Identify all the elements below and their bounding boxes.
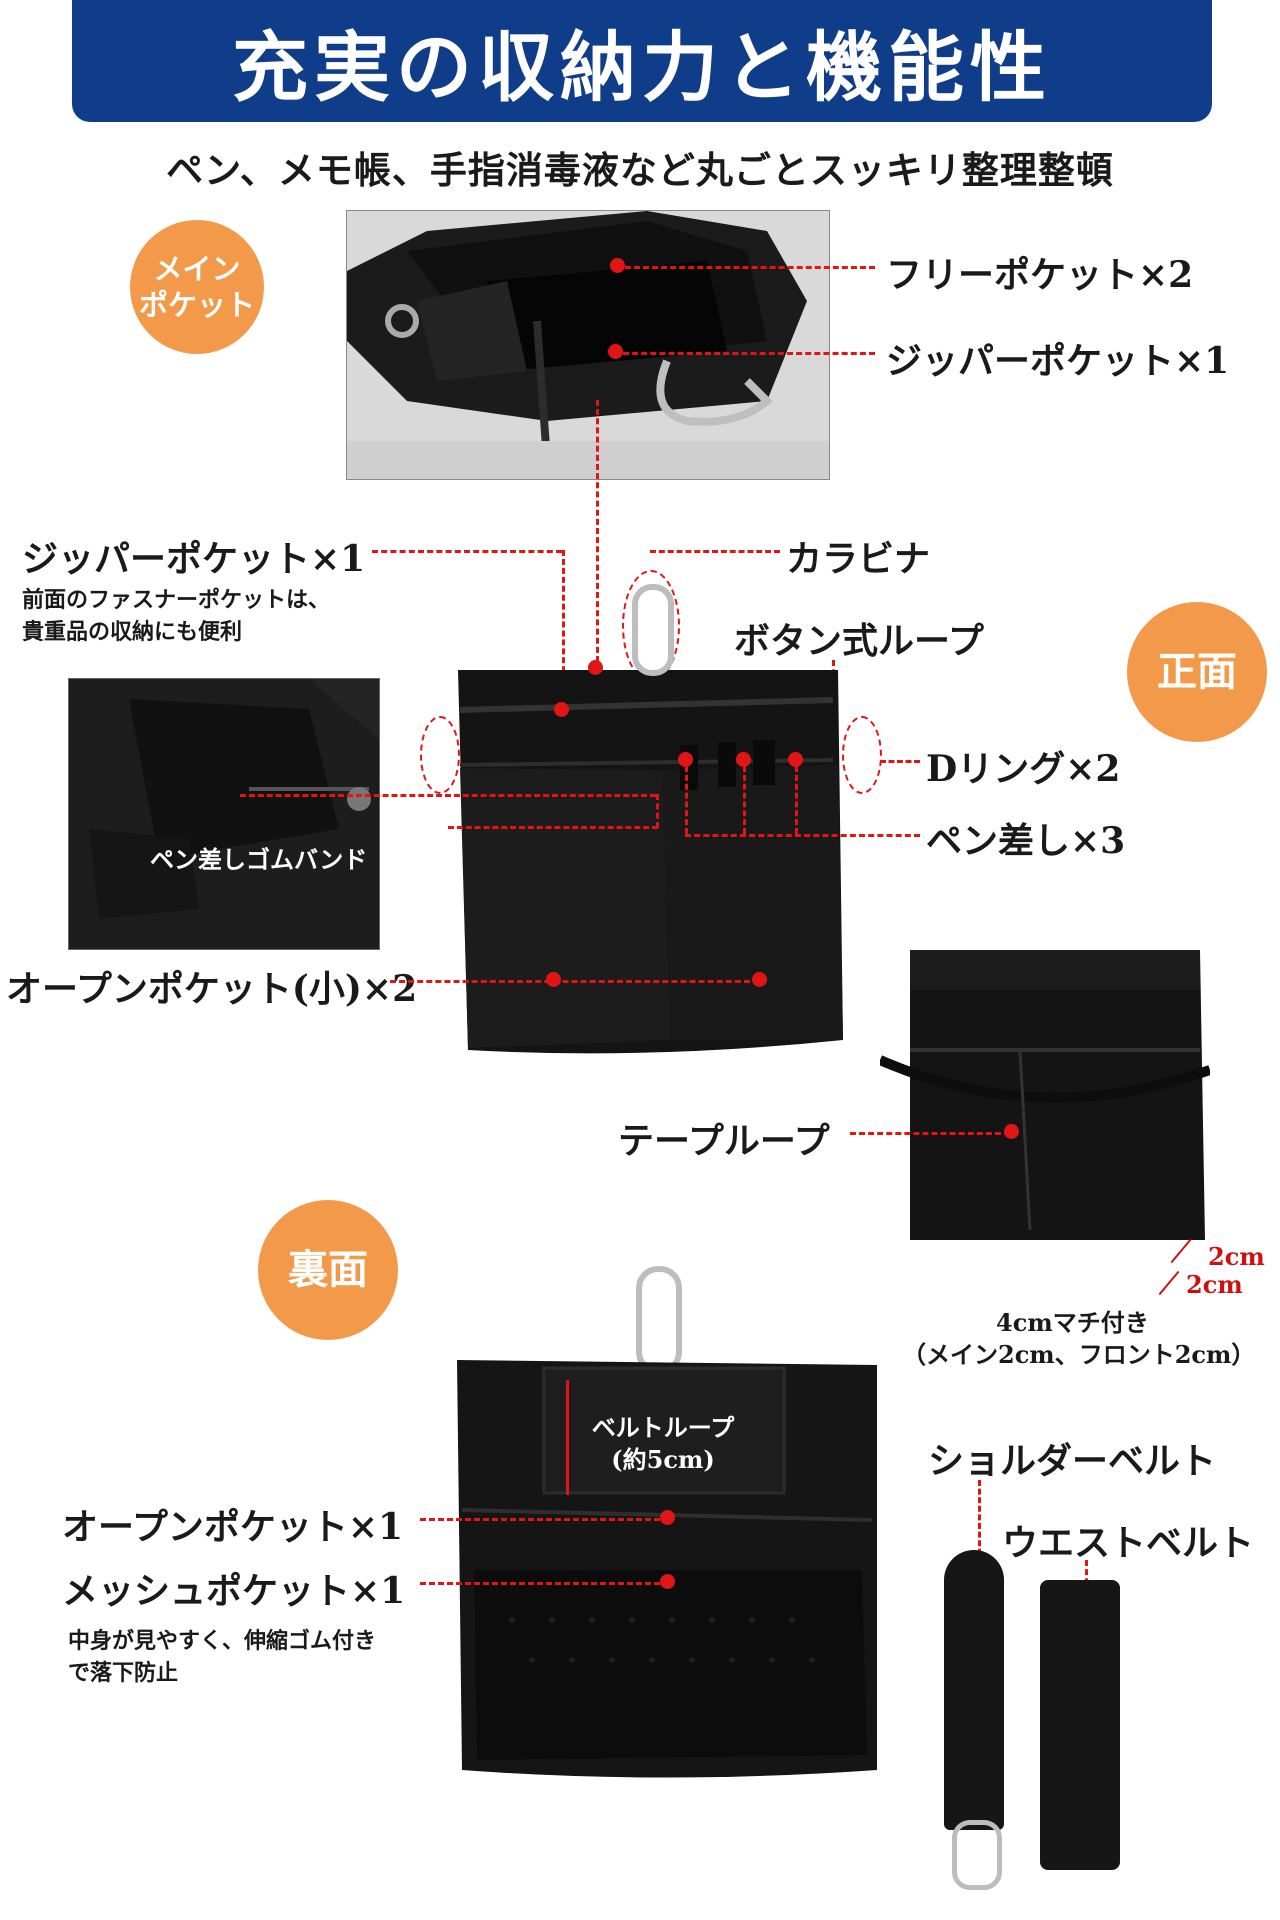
shoulder-belt-strap — [944, 1550, 1004, 1830]
leader-shoulder-belt — [978, 1480, 981, 1572]
main-pocket-photo — [346, 210, 830, 480]
label-open-pocket-back: オープンポケット×1 — [62, 1506, 404, 1548]
marker-pen-3 — [788, 752, 803, 767]
label-pen-holder: ペン差し×3 — [926, 820, 1126, 862]
label-zipper-pocket-front: ジッパーポケット×1 — [22, 538, 366, 580]
marker-pen-1 — [678, 752, 693, 767]
gusset-dim-2: 2cm — [1186, 1270, 1243, 1299]
zipper-desc-line-1: 前面のファスナーポケットは、 — [22, 587, 331, 613]
back-bag-photo — [452, 1360, 882, 1780]
leader-pen-band-2 — [448, 826, 658, 829]
shoulder-belt-clip-icon — [952, 1820, 1002, 1890]
leader-zipper-front-h — [372, 550, 562, 553]
waist-belt-strap — [1040, 1580, 1120, 1870]
marker-zipper-front — [554, 702, 569, 717]
leader-mesh-pocket — [420, 1582, 660, 1585]
marker-open-pocket-small-1 — [546, 972, 561, 987]
gusset-mark-1 — [1170, 1238, 1192, 1264]
leader-tape-loop — [850, 1132, 1010, 1135]
leader-open-pocket-back — [420, 1518, 660, 1521]
marker-mesh-pocket — [660, 1574, 675, 1589]
label-tape-loop: テープループ — [618, 1120, 830, 1162]
marker-tape-loop — [1004, 1124, 1019, 1139]
label-button-loop: ボタン式ループ — [734, 620, 984, 662]
leader-pen-holder — [685, 834, 920, 837]
marker-open-pocket-small-2 — [752, 972, 767, 987]
carabiner-back-icon — [636, 1266, 682, 1374]
side-bag-photo — [880, 950, 1210, 1240]
leader-open-pocket-small — [390, 980, 750, 983]
page-subtitle: ペン、メモ帳、手指消毒液など丸ごとスッキリ整理整頓 — [166, 148, 1114, 192]
leader-carabiner — [650, 550, 780, 553]
label-belt-loop-size: (約5cm) — [611, 1445, 715, 1474]
gusset-dim-1: 2cm — [1208, 1242, 1265, 1271]
back-badge: 裏面 — [258, 1200, 398, 1340]
label-open-pocket-small: オープンポケット(小)×2 — [6, 968, 418, 1010]
marker-open-pocket-back — [660, 1510, 675, 1525]
ring-d-ring-right — [842, 716, 882, 794]
label-belt-loop: ベルトループ — [591, 1413, 735, 1442]
leader-zipper-pocket-main — [623, 352, 875, 355]
leader-zipper-front-v — [562, 550, 565, 708]
leader-d-ring — [880, 760, 920, 763]
gusset-note-line-2: （メイン2cm、フロント2cm） — [902, 1340, 1256, 1369]
belt-loop-dimension — [566, 1380, 569, 1495]
leader-pen-3 — [795, 766, 798, 834]
marker-free-pocket — [610, 258, 625, 273]
label-shoulder-belt: ショルダーベルト — [928, 1440, 1217, 1482]
label-mesh-pocket: メッシュポケット×1 — [62, 1570, 406, 1612]
leader-pen-band-1 — [240, 794, 656, 797]
marker-zipper-pocket-main — [608, 344, 623, 359]
mesh-desc-line-2: で落下防止 — [68, 1660, 179, 1686]
back-badge-text: 裏面 — [288, 1246, 368, 1293]
gusset-note-line-1: 4cmマチ付き — [996, 1308, 1149, 1337]
title-banner: 充実の収納力と機能性 — [72, 0, 1212, 122]
carabiner-icon — [632, 584, 674, 676]
marker-zipper-front-top — [588, 660, 603, 675]
label-pen-band: ペン差しゴムバンド — [150, 845, 368, 874]
front-badge: 正面 — [1127, 602, 1267, 742]
front-badge-text: 正面 — [1157, 648, 1237, 695]
pen-band-photo — [68, 678, 380, 950]
leader-pen-band-3 — [656, 794, 659, 828]
label-zipper-pocket-main: ジッパーポケット×1 — [886, 340, 1230, 382]
label-d-ring: Dリング×2 — [926, 748, 1121, 790]
leader-main-to-front — [596, 400, 599, 662]
zipper-desc-line-2: 貴重品の収納にも便利 — [22, 619, 243, 645]
leader-pen-1 — [685, 766, 688, 834]
page-title: 充実の収納力と機能性 — [232, 23, 1052, 112]
leader-pen-2 — [743, 766, 746, 834]
mesh-desc-line-1: 中身が見やすく、伸縮ゴム付き — [68, 1628, 377, 1654]
main-pocket-badge-text: メイン ポケット — [138, 251, 255, 322]
front-bag-photo — [448, 660, 848, 1060]
ring-d-ring-left — [420, 716, 460, 794]
leader-free-pocket — [625, 266, 875, 269]
label-waist-belt: ウエストベルト — [1002, 1522, 1255, 1564]
marker-pen-2 — [736, 752, 751, 767]
main-pocket-badge: メイン ポケット — [130, 220, 264, 354]
gusset-mark-2 — [1158, 1270, 1180, 1296]
label-free-pocket: フリーポケット×2 — [886, 254, 1194, 296]
label-carabiner: カラビナ — [786, 538, 931, 580]
